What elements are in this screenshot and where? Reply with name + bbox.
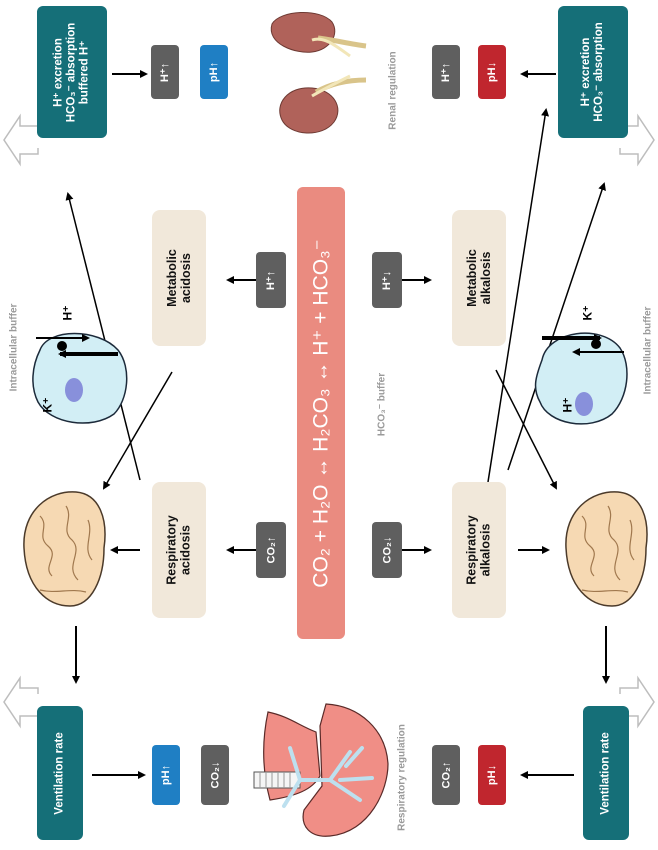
ventilation-box-left: Ventilation rate: [37, 706, 83, 840]
bicarbonate-buffer-equation: CO₂ + H₂O ↔ H₂CO₃ ↔ H⁺ + HCO₃⁻: [297, 187, 345, 639]
pill-ph-up-top-left-text: pH↑: [207, 61, 220, 83]
pill-ph-down-top-right-text: pH↓: [485, 61, 498, 83]
ventilation-left-text: Ventilation rate: [53, 731, 66, 815]
metabolic-acidosis-label: Metabolic acidosis: [165, 249, 193, 307]
renal-response-box-left: H⁺ excretion HCO₃⁻ absorption buffered H…: [37, 6, 107, 138]
pill-co2-down-bottom-left: CO₂↓: [201, 745, 229, 805]
arrow-resp-alk-to-renal: [487, 108, 550, 483]
respiratory-alkalosis-box: Respiratory alkalosis: [452, 482, 506, 618]
brain-right-illustration: [565, 491, 648, 607]
pill-co2-up-bottom-right: CO₂↑: [432, 745, 460, 805]
metabolic-alkalosis-box: Metabolic alkalosis: [452, 210, 506, 346]
pill-h-up-metabolic-acidosis: H⁺↑: [256, 252, 286, 308]
lungs-illustration: [253, 703, 389, 837]
pill-ph-up-bottom-left: pH↑: [152, 745, 180, 805]
hollow-arrow-top-left: [3, 113, 39, 167]
arrow-met-acid-to-brain: [102, 371, 173, 490]
arrow-met-alk-to-renal: [507, 182, 606, 471]
pill-co2-down-respiratory-alkalosis: CO₂↓: [372, 522, 402, 578]
metabolic-alkalosis-label: Metabolic alkalosis: [465, 249, 493, 307]
arrow-resp-acid-to-renal: [65, 192, 141, 481]
ventilation-right-text: Ventilation rate: [599, 731, 612, 815]
pill-h-up-top-right: H⁺↑: [432, 45, 460, 99]
arrow-met-alk-to-brain: [495, 369, 557, 490]
pill-h-up-top-right-text: H⁺↑: [440, 62, 453, 82]
pill-h-down-metabolic-alkalosis: H⁺↓: [372, 252, 402, 308]
renal-response-box-right: H⁺ excretion HCO₃⁻ absorption: [558, 6, 628, 138]
pill-co2-up-respiratory-acidosis-text: CO₂↑: [264, 536, 277, 564]
pill-co2-up-respiratory-acidosis: CO₂↑: [256, 522, 286, 578]
brain-left-illustration: [23, 491, 106, 607]
pill-h-up-top-left-text: H⁺↑: [159, 62, 172, 82]
intracellular-buffer-right-label: Intracellular buffer: [642, 306, 654, 395]
k-ion-left: K⁺: [40, 397, 55, 413]
renal-response-left-text: H⁺ excretion HCO₃⁻ absorption buffered H…: [52, 22, 91, 122]
pill-ph-down-bottom-right-text: pH↓: [485, 764, 498, 786]
k-ion-right: K⁺: [580, 305, 595, 321]
transporter-left: [36, 334, 118, 358]
metabolic-acidosis-box: Metabolic acidosis: [152, 210, 206, 346]
intracellular-buffer-left-label: Intracellular buffer: [8, 303, 20, 392]
respiratory-acidosis-label: Respiratory acidosis: [165, 515, 194, 585]
pill-ph-down-bottom-right: pH↓: [478, 745, 506, 805]
renal-regulation-label: Renal regulation: [387, 51, 399, 130]
renal-response-right-text: H⁺ excretion HCO₃⁻ absorption: [580, 22, 605, 122]
transporter-right: [542, 334, 624, 356]
pill-co2-down-bottom-left-text: CO₂↓: [208, 761, 221, 789]
equation-text: CO₂ + H₂O ↔ H₂CO₃ ↔ H⁺ + HCO₃⁻: [309, 238, 333, 588]
pill-ph-up-bottom-left-text: pH↑: [159, 764, 172, 786]
kidneys-illustration: [270, 11, 367, 134]
respiratory-alkalosis-label: Respiratory alkalosis: [465, 515, 494, 585]
hollow-arrow-bottom-left: [3, 675, 39, 729]
pill-h-up-metabolic-acidosis-text: H⁺↑: [265, 270, 278, 290]
pill-ph-up-top-left: pH↑: [200, 45, 228, 99]
ventilation-box-right: Ventilation rate: [583, 706, 629, 840]
h-ion-right: H⁺: [560, 397, 575, 413]
respiratory-regulation-label: Respiratory regulation: [396, 724, 408, 831]
pill-co2-up-bottom-right-text: CO₂↑: [439, 761, 452, 789]
pill-co2-down-respiratory-alkalosis-text: CO₂↓: [380, 536, 393, 564]
pill-h-down-metabolic-alkalosis-text: H⁺↓: [381, 270, 394, 290]
cell-right-illustration: [534, 332, 628, 425]
hco3-buffer-label: HCO₃⁻ buffer: [376, 372, 388, 437]
respiratory-acidosis-box: Respiratory acidosis: [152, 482, 206, 618]
pill-h-up-top-left: H⁺↑: [151, 45, 179, 99]
h-ion-left: H⁺: [60, 305, 75, 321]
pill-ph-down-top-right: pH↓: [478, 45, 506, 99]
